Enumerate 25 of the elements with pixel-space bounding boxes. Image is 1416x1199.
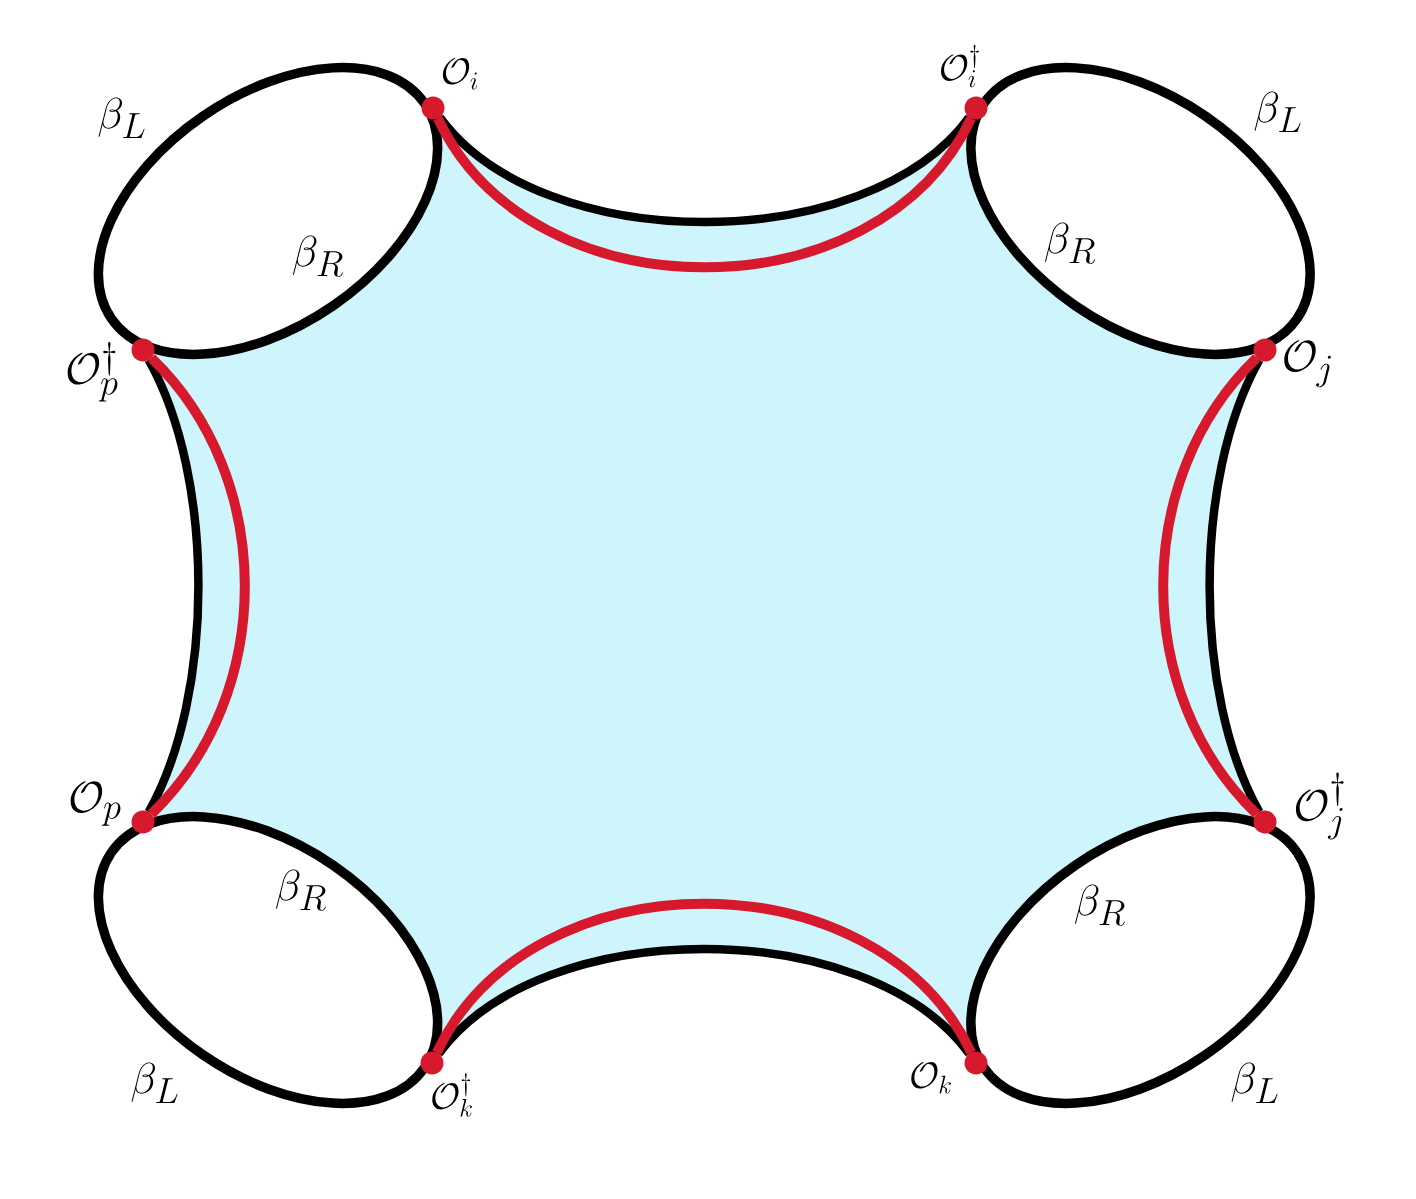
node-label: $\beta_R$ bbox=[276, 869, 326, 911]
boundary-label: $\beta_L$ bbox=[1231, 1062, 1278, 1104]
connecting-curve bbox=[147, 354, 250, 818]
insertion-dot bbox=[1253, 338, 1277, 362]
insertion-dot bbox=[1253, 810, 1277, 834]
boundary-label: $\beta_L$ bbox=[131, 1062, 178, 1104]
node-label: $\beta_R$ bbox=[1075, 884, 1125, 926]
boundary-curve bbox=[144, 358, 203, 814]
insertion-dot bbox=[131, 338, 155, 362]
operator-label: $\mathcal{O}_k$ bbox=[911, 1062, 951, 1094]
insertion-dot bbox=[131, 810, 155, 834]
boundary-curve bbox=[436, 114, 973, 227]
operator-label: $\mathcal{O}_i$ bbox=[442, 58, 477, 90]
insertion-dot bbox=[420, 1051, 444, 1075]
boundary-curve bbox=[435, 944, 973, 1057]
insertion-dot bbox=[964, 96, 988, 120]
connecting-curve bbox=[433, 115, 976, 273]
insertion-dot bbox=[421, 96, 445, 120]
insertion-dot bbox=[964, 1051, 988, 1075]
boundary-label: $\beta_L$ bbox=[1254, 91, 1301, 133]
boundary-label: $\beta_L$ bbox=[98, 97, 145, 139]
connecting-curve bbox=[1158, 354, 1261, 818]
node-label: $\beta_R$ bbox=[1045, 222, 1095, 264]
boundary-curve bbox=[1205, 358, 1264, 814]
connecting-curve bbox=[432, 898, 976, 1056]
